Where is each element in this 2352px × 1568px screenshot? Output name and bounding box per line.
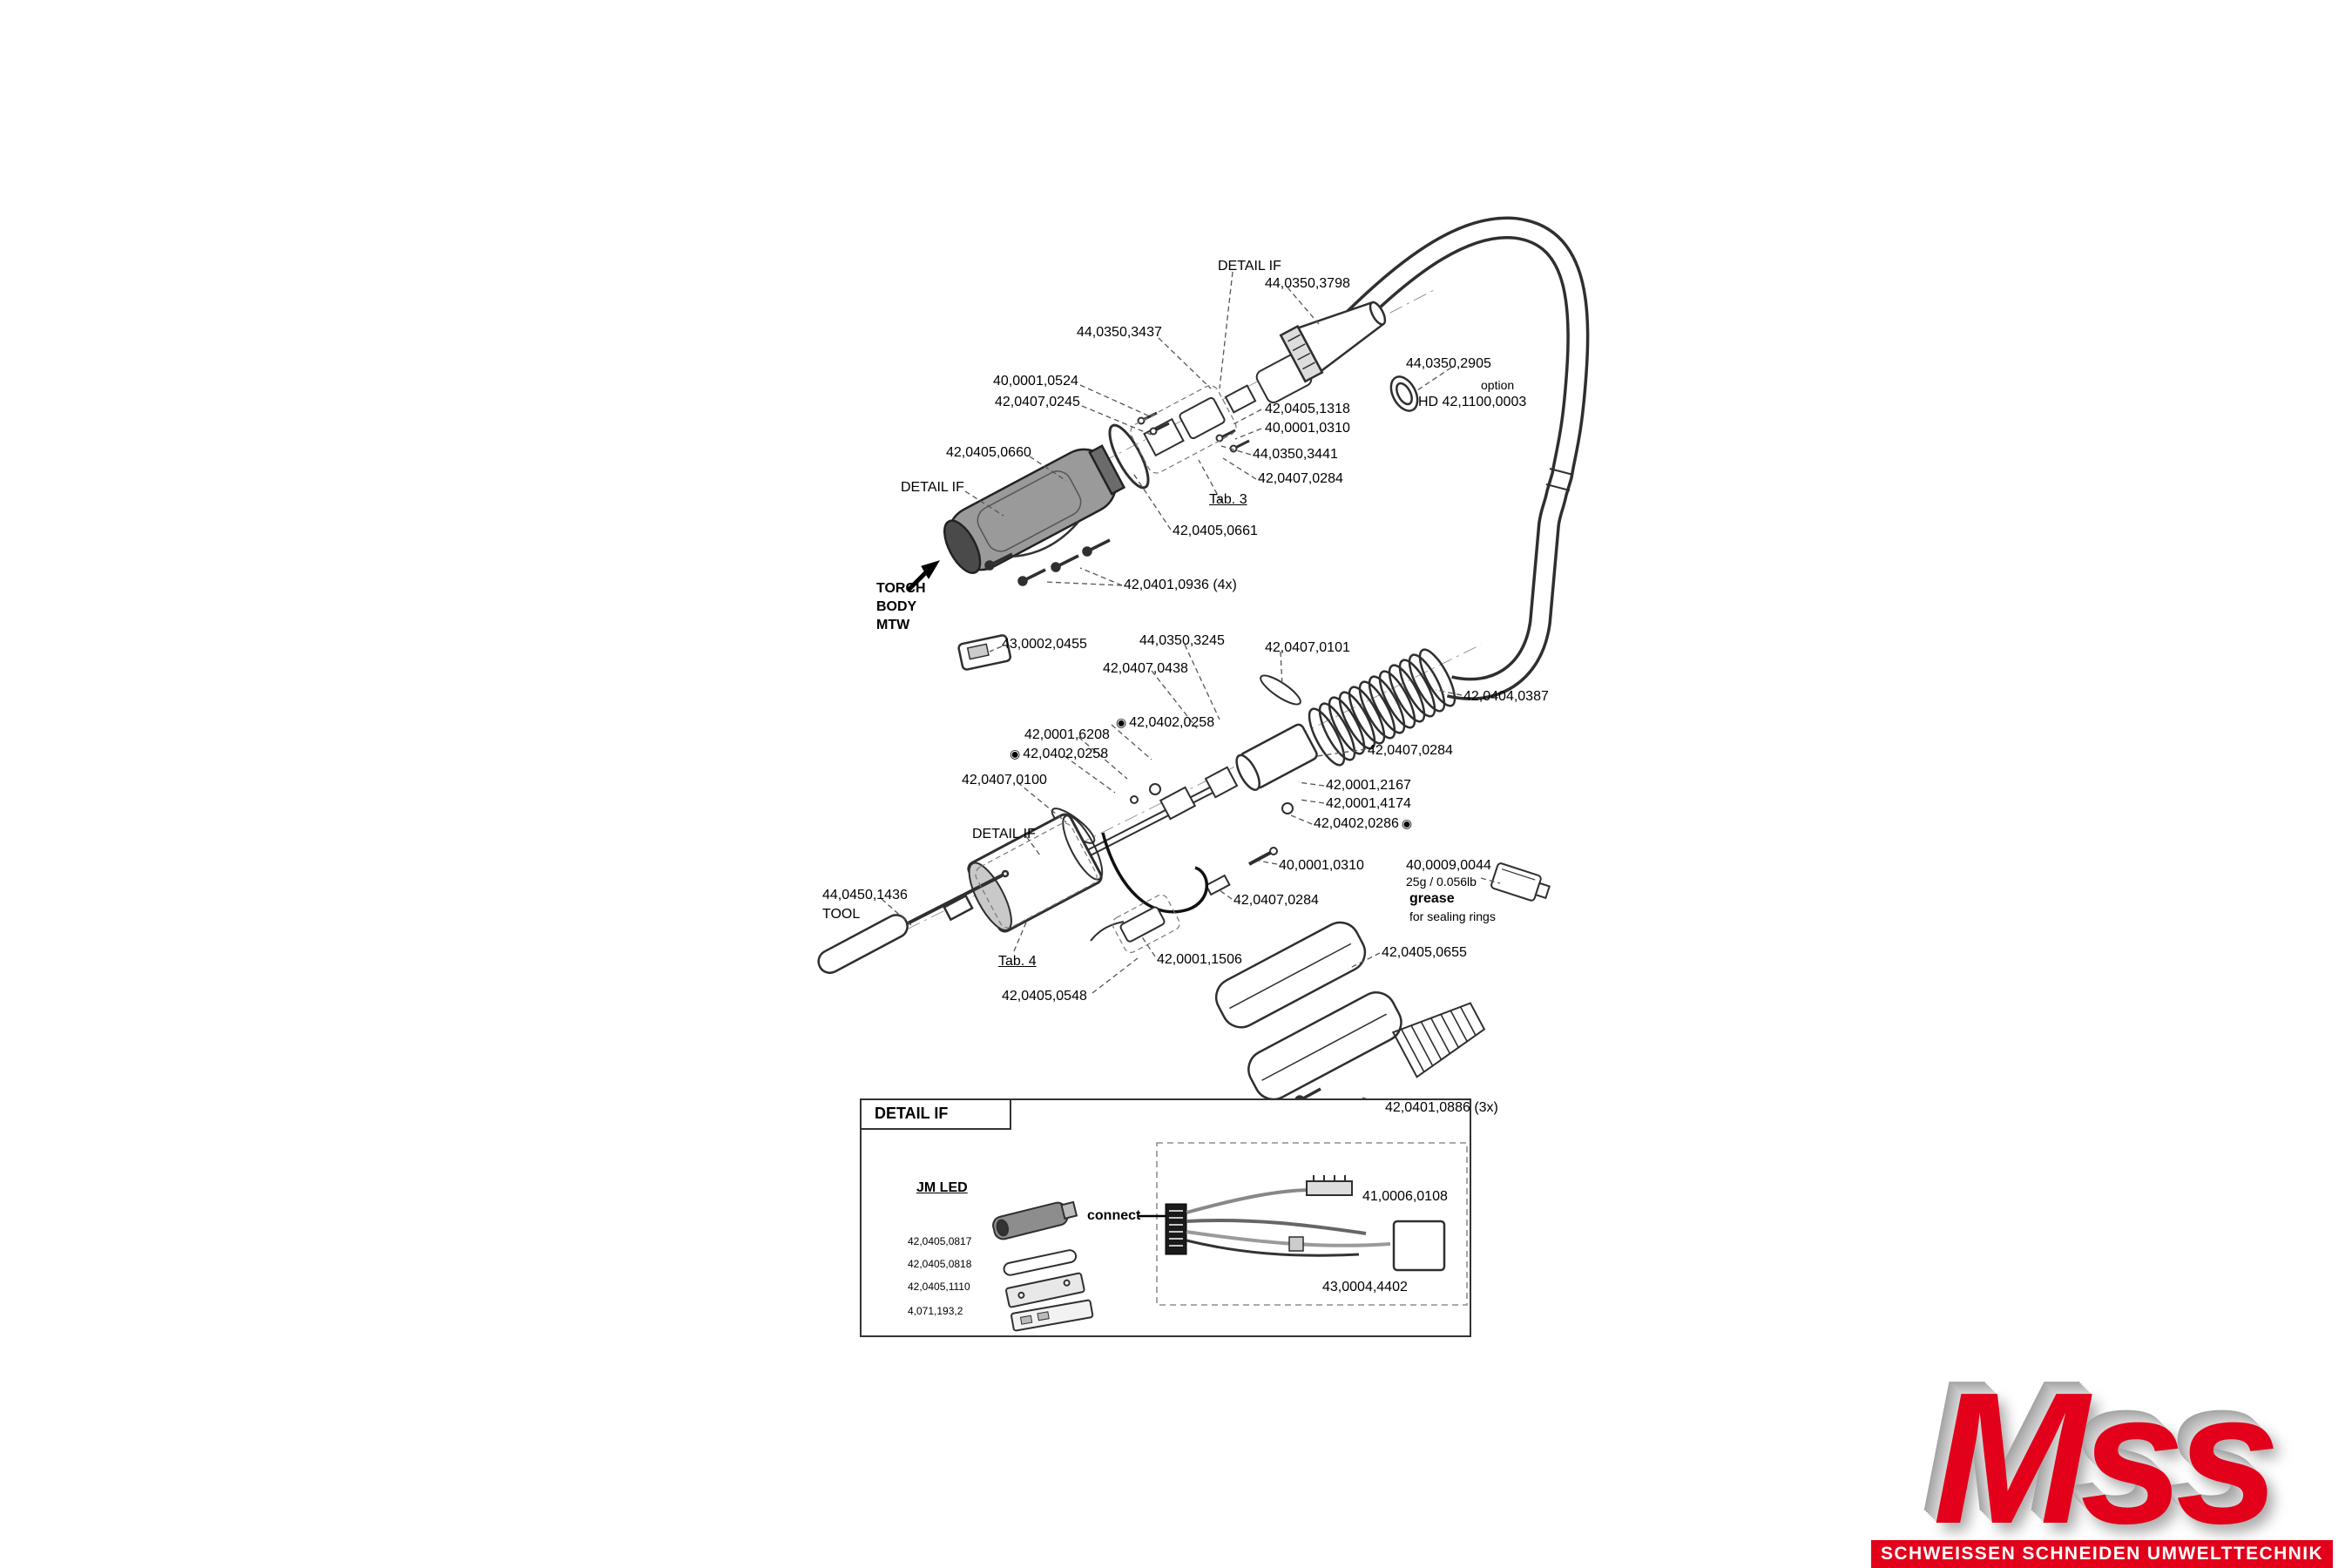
part-label: 44,0450,1436 xyxy=(822,888,908,902)
grease-label: grease xyxy=(1409,891,1455,906)
jm-led-label: JM LED xyxy=(916,1180,968,1195)
grease-tube xyxy=(1490,862,1551,902)
grease-note-label: for sealing rings xyxy=(1409,909,1496,923)
part-label: 42,0407,0438 xyxy=(1103,661,1188,676)
center-axis xyxy=(834,288,1482,966)
part-label: 42,0407,0284 xyxy=(1368,743,1453,758)
part-label: 42,0407,0284 xyxy=(1258,471,1343,486)
oring-icon: ◉ xyxy=(1116,715,1127,729)
tab-ref-label: Tab. 4 xyxy=(998,954,1037,969)
oring-icon: ◉ xyxy=(1401,816,1413,830)
part-label: 42,0001,2167 xyxy=(1326,778,1411,793)
plug-connector-1506 xyxy=(1090,906,1166,943)
part-label: 43,0002,0455 xyxy=(1002,637,1087,652)
part-label: 42,0001,4174 xyxy=(1326,796,1411,811)
led-module xyxy=(992,1200,1094,1332)
group-frames xyxy=(975,385,1237,953)
cable-connector-body xyxy=(1235,723,1318,791)
part-label: 42,0401,0936 (4x) xyxy=(1124,578,1237,592)
part-label: ◉42,0402,0258 xyxy=(1010,747,1109,761)
connect-label: connect xyxy=(1087,1208,1141,1223)
logo-tagline: SCHWEISSEN SCHNEIDEN UMWELTTECHNIK xyxy=(1871,1540,2333,1568)
company-logo: Mss SCHWEISSEN SCHNEIDEN UMWELTTECHNIK xyxy=(1871,1352,2333,1568)
part-label: 44,0350,2905 xyxy=(1406,356,1491,371)
logo-wordmark: Mss xyxy=(1932,1352,2280,1563)
part-label: 40,0001,0310 xyxy=(1265,421,1350,436)
handle-shells xyxy=(1214,921,1402,1101)
liner-rod xyxy=(1085,778,1229,858)
part-label: 40,0001,0524 xyxy=(993,374,1078,389)
torch-body-label: TORCH BODY MTW xyxy=(876,581,926,632)
part-label: 42,0001,1506 xyxy=(1157,952,1242,967)
option-label: option xyxy=(1481,378,1515,392)
part-label: 42,0407,0245 xyxy=(995,395,1080,409)
part-label: 42,0001,6208 xyxy=(1024,727,1110,742)
part-label: 42,0405,0655 xyxy=(1382,945,1467,960)
part-label: 42,0405,0661 xyxy=(1173,524,1258,538)
control-wire xyxy=(1101,832,1209,914)
torch-body-parts xyxy=(1108,353,1313,490)
inline-connector xyxy=(1306,1180,1353,1196)
part-label: 42,0407,0100 xyxy=(962,773,1047,787)
part-label: 42,0401,0886 (3x) xyxy=(1385,1100,1498,1115)
option-ring xyxy=(1389,375,1419,412)
cable-band xyxy=(1288,1236,1304,1252)
oring-icon: ◉ xyxy=(1010,747,1021,760)
body-sleeve-cylinder xyxy=(967,813,1104,933)
tool xyxy=(817,869,1010,975)
grease-weight-label: 25g / 0.056lb xyxy=(1406,875,1477,889)
part-label: 44,0350,3245 xyxy=(1139,633,1225,648)
part-label: 42,0407,0101 xyxy=(1265,640,1350,655)
tab-ref-label: Tab. 3 xyxy=(1209,492,1247,507)
part-label: 40,0001,0310 xyxy=(1279,858,1364,873)
part-label: 4,071,193,2 xyxy=(908,1305,963,1317)
part-label: 44,0350,3441 xyxy=(1253,447,1338,462)
detail-box-title: DETAIL IF xyxy=(875,1105,949,1122)
strain-relief-cone xyxy=(1391,1002,1486,1078)
part-label: 44,0350,3437 xyxy=(1077,325,1162,340)
part-label: 42,0407,0284 xyxy=(1233,893,1319,908)
part-label: 40,0009,0044 xyxy=(1406,858,1491,873)
spring-coil xyxy=(1308,648,1456,767)
part-label: DETAIL IF xyxy=(1218,259,1281,274)
trigger-module xyxy=(957,634,1012,671)
handle-grip xyxy=(943,444,1126,574)
part-label: 43,0004,4402 xyxy=(1322,1280,1408,1294)
detail-ref-label: DETAIL IF xyxy=(901,480,964,495)
torch-body-arrow xyxy=(906,560,941,592)
cable-assembly xyxy=(1165,1175,1446,1272)
detail-ref-label: DETAIL IF xyxy=(972,827,1036,841)
part-label: 44,0350,3798 xyxy=(1265,276,1350,291)
part-label: HD 42,1100,0003 xyxy=(1418,395,1527,409)
detail-cable-dashed-frame xyxy=(1156,1142,1468,1306)
part-label: ◉42,0402,0258 xyxy=(1116,715,1215,730)
part-label: 42,0405,1110 xyxy=(908,1281,970,1293)
part-label: 42,0405,0817 xyxy=(908,1235,972,1247)
tool-label: TOOL xyxy=(822,907,861,922)
handle-screws xyxy=(984,538,1111,586)
part-label: 42,0405,1318 xyxy=(1265,402,1350,416)
end-plug xyxy=(1392,1220,1446,1272)
part-label: 42,0402,0286◉ xyxy=(1314,816,1413,831)
part-label: 42,0405,0548 xyxy=(1002,989,1087,1004)
small-fittings xyxy=(1130,766,1294,896)
cable-tube xyxy=(1340,216,1590,700)
part-label: 42,0404,0387 xyxy=(1463,689,1549,704)
part-label: 41,0006,0108 xyxy=(1362,1189,1448,1204)
gas-nozzle xyxy=(1279,301,1387,383)
part-label: 42,0405,0818 xyxy=(908,1258,972,1270)
part-label: 42,0405,0660 xyxy=(946,445,1031,460)
